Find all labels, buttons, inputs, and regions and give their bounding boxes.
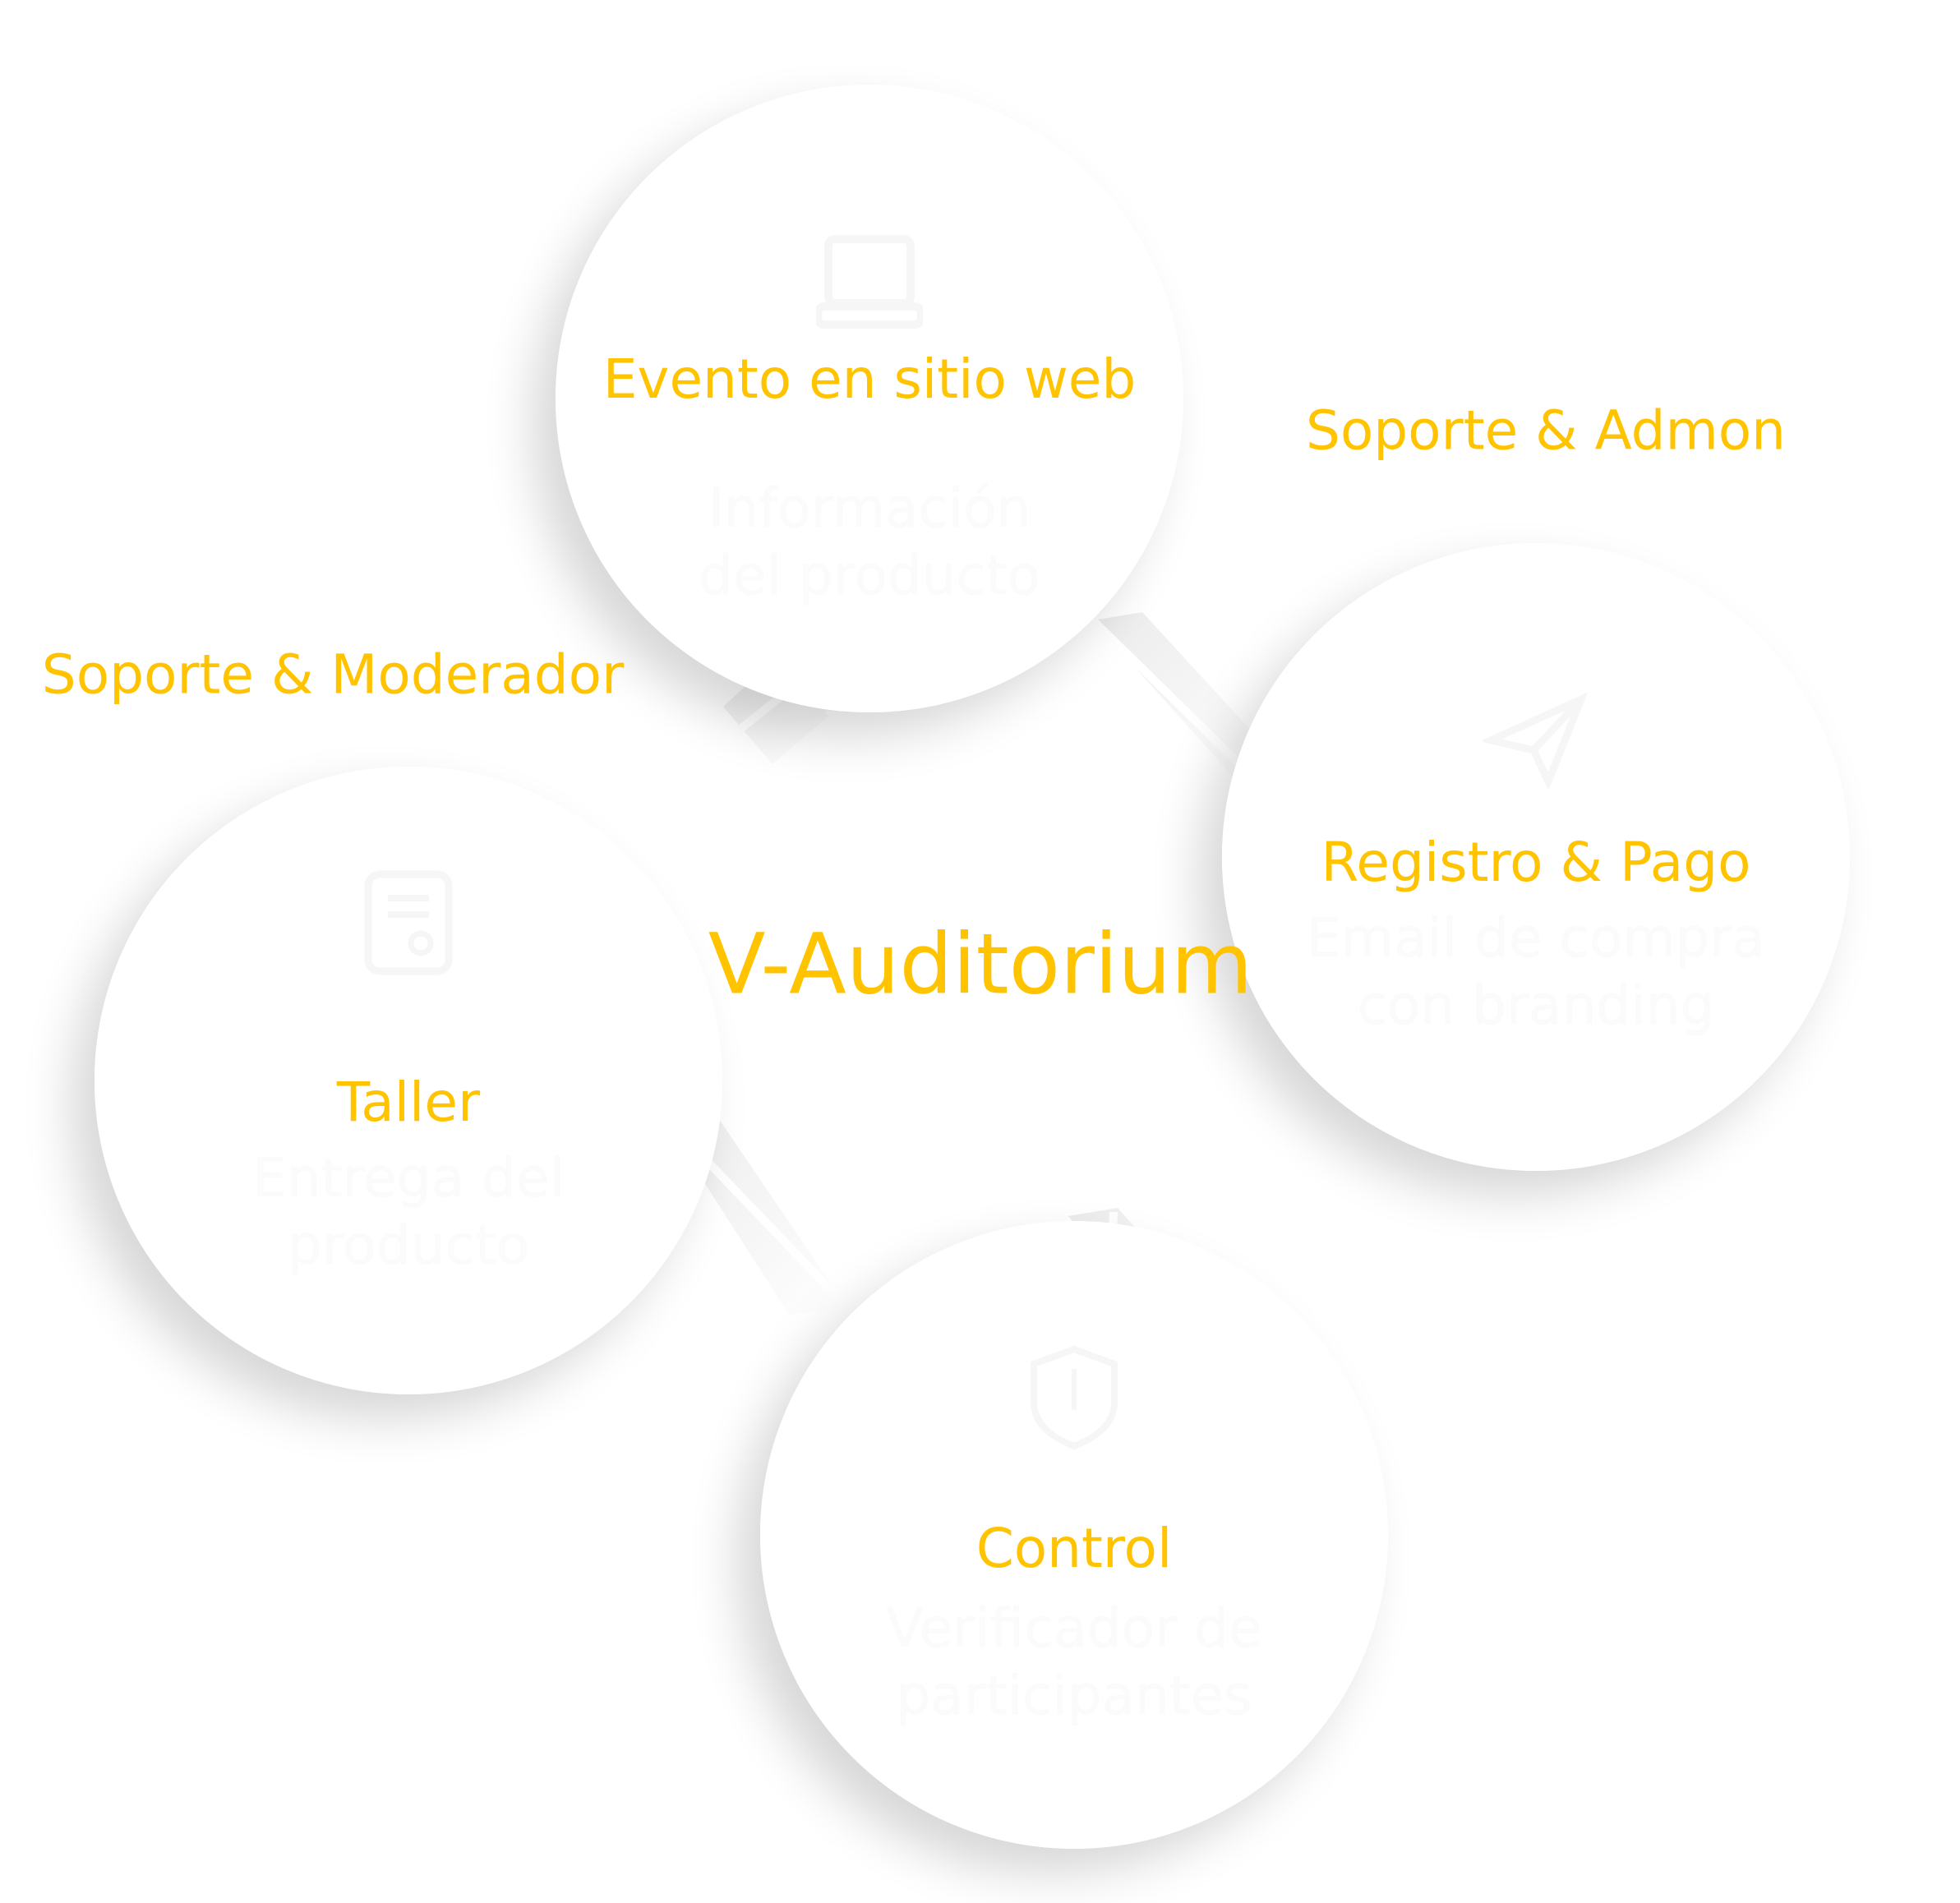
shield-icon <box>1031 1345 1118 1450</box>
clipboard-icon <box>364 870 453 975</box>
node-top-subtitle-2: del producto <box>698 544 1041 607</box>
edge-label-soporte-moderador: Soporte & Moderador <box>41 643 625 707</box>
node-top-subtitle-1: Información <box>708 477 1031 540</box>
node-right-subtitle-2: con branding <box>1357 974 1715 1037</box>
center-title: V-Auditorium <box>708 915 1253 1014</box>
node-left: Taller Entrega del producto <box>95 767 722 1394</box>
node-top-title: Evento en sitio web <box>602 348 1137 411</box>
node-right: Registro & Pago Email de compra con bran… <box>1222 543 1850 1171</box>
node-right-subtitle-1: Email de compra <box>1306 906 1765 970</box>
edge-label-soporte-admon: Soporte & Admon <box>1306 399 1786 463</box>
airplane-icon <box>1483 692 1589 790</box>
node-bottom-subtitle-1: Verificador de <box>886 1597 1262 1660</box>
node-bottom-title: Control <box>975 1517 1173 1580</box>
node-left-subtitle-2: producto <box>287 1214 530 1277</box>
node-top: Evento en sitio web Información del prod… <box>556 85 1183 712</box>
node-bottom-subtitle-2: participantes <box>896 1664 1252 1727</box>
node-right-title: Registro & Pago <box>1321 831 1751 894</box>
laptop-icon <box>816 235 923 329</box>
node-bottom: Control Verificador de participantes <box>760 1221 1388 1849</box>
node-left-title: Taller <box>336 1071 481 1134</box>
node-left-subtitle-1: Entrega del <box>252 1146 565 1210</box>
